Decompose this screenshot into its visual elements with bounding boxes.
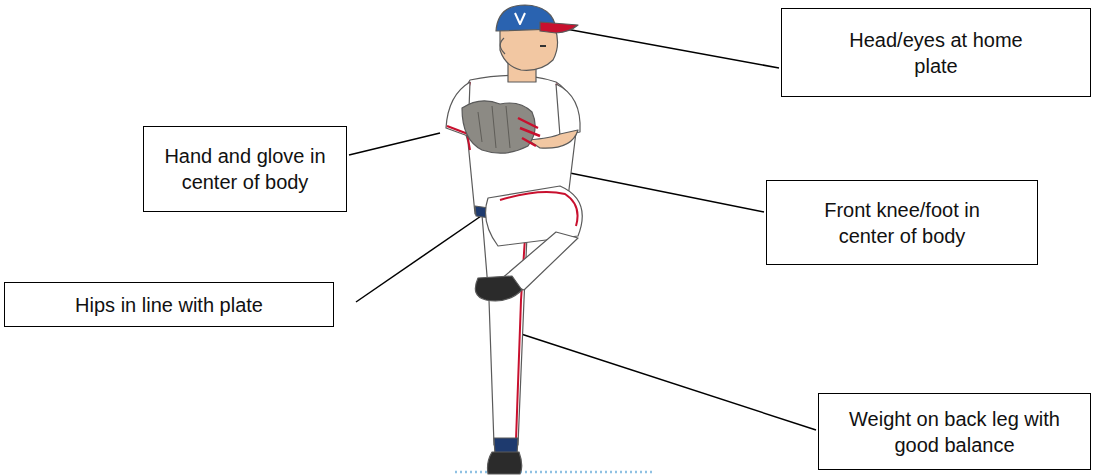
callout-box: Weight on back leg with good balance (818, 393, 1091, 470)
callout-box: Head/eyes at home plate (781, 8, 1091, 97)
ear (500, 38, 505, 54)
callout-label: Weight on back leg with good balance (849, 406, 1061, 458)
pant-stripe (516, 222, 526, 440)
callout-box: Hand and glove in center of body (143, 126, 347, 212)
callout-label: Front knee/foot in center of body (804, 197, 1000, 249)
glove (462, 101, 535, 153)
front-shoe (475, 276, 522, 301)
glove-laces (518, 118, 540, 146)
sleeve (556, 84, 580, 136)
leader-lines (349, 29, 816, 430)
callout-box: Hips in line with plate (4, 282, 334, 327)
back-leg (482, 215, 528, 445)
leader-line (566, 29, 779, 68)
callout-label: Head/eyes at home plate (836, 27, 1036, 79)
leader-line (349, 133, 440, 155)
leader-line (356, 214, 484, 302)
ground-line (455, 471, 655, 474)
cap-logo (515, 13, 525, 24)
callout-label: Hips in line with plate (19, 292, 319, 318)
pant-stripe (500, 192, 578, 226)
callout-box: Front knee/foot in center of body (766, 180, 1038, 265)
cap-bill (540, 22, 578, 33)
leader-line (515, 332, 816, 430)
glove-seams (478, 106, 510, 148)
face (500, 28, 558, 70)
callout-label: Hand and glove in center of body (155, 143, 335, 195)
back-shoe (488, 452, 522, 474)
pitcher-figure (446, 5, 582, 474)
eye (540, 45, 546, 47)
